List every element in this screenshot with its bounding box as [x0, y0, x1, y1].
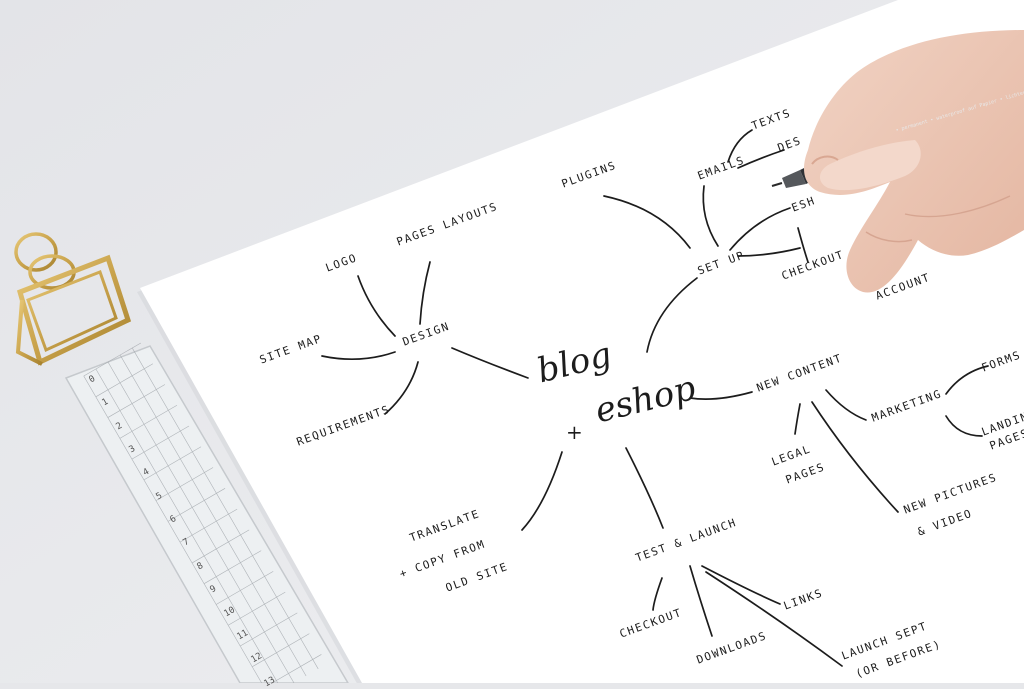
- newcontent-pages: PAGES: [783, 460, 827, 487]
- center-word-blog: blog: [533, 334, 616, 392]
- ruler: [64, 342, 349, 683]
- design-logo: LOGO: [323, 251, 360, 275]
- setup-design-partial: DES: [775, 133, 804, 155]
- design-pages-layouts: PAGES LAYOUTS: [394, 199, 500, 249]
- ruler-number: 5: [154, 490, 165, 503]
- ruler-number: 7: [181, 537, 192, 549]
- testlaunch-checkout: CHECKOUT: [617, 605, 685, 641]
- newcontent-legal: LEGAL: [769, 442, 813, 469]
- newcontent-and-video: & VIDEO: [915, 506, 975, 539]
- ruler-number: 4: [141, 467, 151, 479]
- ruler-number: 13: [262, 674, 278, 689]
- design-requirements: REQUIREMENTS: [294, 402, 392, 449]
- center-plus: +: [566, 420, 583, 444]
- newcontent-forms: FORMS: [979, 348, 1023, 375]
- ruler-number: 9: [208, 584, 219, 596]
- ruler-number: 2: [114, 420, 124, 432]
- branch-test-launch: TEST & LAUNCH: [633, 515, 739, 565]
- setup-texts: TEXTS: [749, 106, 793, 133]
- newcontent-marketing: MARKETING: [869, 387, 944, 425]
- setup-checkout: CHECKOUT: [779, 247, 847, 283]
- binder-clip: [14, 232, 132, 366]
- branch-set-up: SET UP: [695, 248, 747, 278]
- pen-print: • permanent • waterproof auf Papier • li…: [895, 59, 1024, 134]
- branch-design: DESIGN: [400, 319, 452, 349]
- ruler-number: 1: [100, 397, 111, 409]
- design-site-map: SITE MAP: [257, 331, 325, 367]
- writing-hand: [804, 30, 1024, 293]
- translate-line-3: OLD SITE: [443, 559, 511, 595]
- setup-eshop-partial: ESH: [789, 193, 818, 215]
- setup-plugins: PLUGINS: [559, 158, 619, 191]
- ruler-number: 12: [249, 651, 264, 666]
- setup-emails: EMAILS: [695, 153, 747, 183]
- testlaunch-downloads: DOWNLOADS: [694, 629, 769, 667]
- setup-account: ACCOUNT: [873, 270, 933, 303]
- branch-new-content: NEW CONTENT: [754, 351, 845, 395]
- ruler-number: 6: [168, 514, 178, 526]
- translate-line-1: TRANSLATE: [407, 507, 482, 545]
- ruler-number: 10: [222, 604, 237, 619]
- ruler-number: 3: [127, 443, 138, 456]
- mindmap-lines: [321, 129, 989, 667]
- ruler-number: 11: [235, 628, 251, 643]
- testlaunch-links: LINKS: [781, 586, 825, 613]
- newcontent-new-pictures: NEW PICTURES: [901, 470, 999, 517]
- ruler-number: 0: [86, 373, 97, 386]
- ruler-number: 8: [195, 560, 205, 573]
- center-word-eshop: eshop: [591, 367, 700, 432]
